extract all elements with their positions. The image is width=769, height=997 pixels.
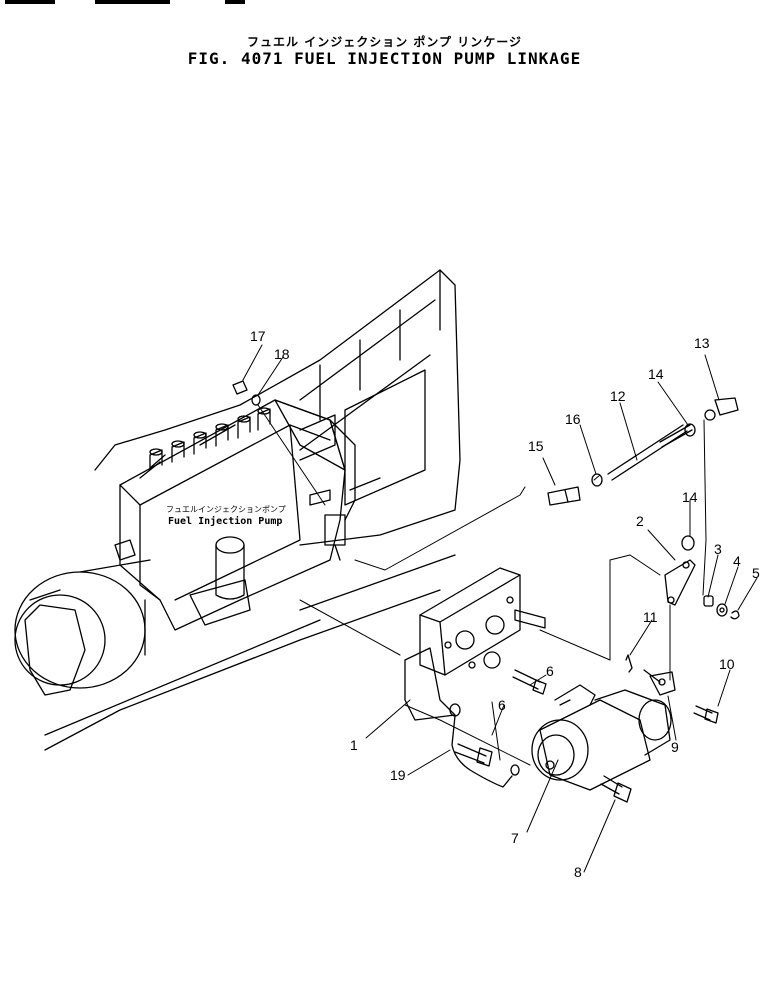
solenoid: [531, 684, 672, 791]
callout-10: 10: [719, 656, 735, 672]
governor-housing: [14, 559, 151, 696]
callout-19: 19: [390, 767, 406, 783]
figure-title: FIG. 4071 FUEL INJECTION PUMP LINKAGE: [187, 49, 582, 68]
nut-and-washer: [232, 380, 261, 406]
top-rule-right: [225, 0, 245, 4]
callout-11: 11: [643, 609, 658, 625]
callout-12: 12: [610, 388, 626, 404]
leader-lines: [242, 344, 758, 873]
top-rule-left: [5, 0, 55, 4]
callout-13: 13: [694, 335, 710, 351]
callout-3: 3: [714, 541, 722, 557]
pump-outlets: [149, 407, 271, 471]
callout-9: 9: [671, 739, 679, 755]
engine-block: [29, 269, 461, 751]
callout-4: 4: [733, 553, 741, 569]
figure-title-japanese: フュエル インジェクション ポンプ リンケージ: [247, 35, 522, 49]
callout-6b: 6: [498, 697, 506, 713]
callout-18: 18: [274, 346, 290, 362]
bolts: [454, 669, 719, 803]
top-rule-mid: [95, 0, 170, 4]
callout-6a: 6: [546, 663, 554, 679]
callout-7: 7: [511, 830, 519, 846]
callout-8: 8: [574, 864, 582, 880]
callout-16: 16: [565, 411, 581, 427]
pump-label-japanese: フュエルインジェクションポンプ: [166, 505, 286, 514]
callout-17: 17: [250, 328, 266, 344]
assembly-lines: [257, 404, 707, 766]
callout-15: 15: [528, 438, 544, 454]
bracket: [404, 567, 546, 721]
callout-14a: 14: [648, 366, 664, 382]
lever-cluster: [625, 559, 740, 696]
pump-label: Fuel Injection Pump: [168, 515, 282, 527]
callout-1: 1: [350, 737, 358, 753]
callout-2: 2: [636, 513, 644, 529]
control-rod: [547, 397, 739, 551]
callout-5: 5: [752, 565, 760, 581]
ground-wire: [449, 703, 520, 788]
fuel-injection-pump: [14, 399, 356, 696]
callout-14b: 14: [682, 489, 698, 505]
